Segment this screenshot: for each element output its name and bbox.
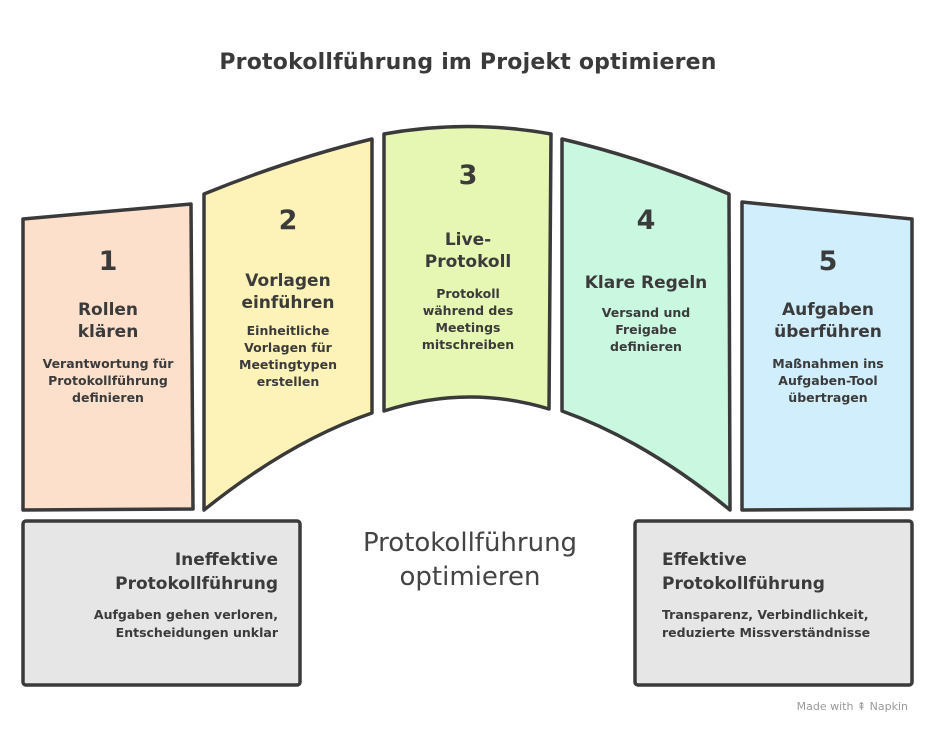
step-description: Protokoll während des Meetings mitschrei…: [421, 286, 515, 352]
step-heading: Vorlagen einführen: [241, 271, 335, 313]
step-5-outline: [740, 200, 914, 512]
ineffective-box-fill: [24, 522, 299, 685]
step-heading: Aufgaben überführen: [774, 300, 882, 342]
step-number: 1: [98, 246, 118, 277]
step-description: Versand und Freigabe definieren: [601, 305, 691, 354]
effective-box-fill: [636, 522, 911, 685]
outcome-heading: Ineffektive Protokollführung: [115, 550, 278, 594]
center-label: Protokollführung optimieren: [362, 528, 578, 592]
effective-box-outline: [633, 519, 914, 687]
step-4-fill: [562, 140, 730, 510]
step-2-fill: [205, 140, 372, 510]
step-heading: Live-Protokoll: [424, 230, 512, 272]
step-number: 4: [636, 205, 656, 236]
step-number: 5: [818, 246, 838, 277]
ineffective-outcome: Ineffektive Protokollführung Aufgaben ge…: [40, 548, 278, 642]
step-3-outline: [382, 124, 553, 413]
step-description: Maßnahmen ins Aufgaben-Tool übertragen: [772, 356, 884, 405]
step-number: 3: [458, 160, 478, 191]
step-2-outline: [202, 137, 374, 512]
step-3: 3 Live-Protokoll Protokoll während des M…: [390, 160, 546, 353]
step-1-outline: [21, 202, 195, 512]
step-1-fill: [24, 203, 192, 510]
outcome-description: Transparenz, Verbindlichkeit, reduzierte…: [662, 607, 871, 640]
step-description: Verantwortung für Protokollführung defin…: [42, 356, 174, 405]
outcome-heading: Effektive Protokollführung: [662, 550, 825, 594]
step-4-outline: [560, 137, 732, 512]
outcome-description: Aufgaben gehen verloren, Entscheidungen …: [93, 607, 278, 640]
napkin-watermark: Made with ⇞ Napkin: [796, 700, 908, 713]
step-description: Einheitliche Vorlagen für Meetingtypen e…: [239, 323, 337, 389]
step-heading: Rollen klären: [77, 300, 139, 342]
step-number: 2: [278, 205, 298, 236]
effective-outcome: Effektive Protokollführung Transparenz, …: [662, 548, 892, 642]
step-heading: Klare Regeln: [584, 273, 708, 293]
step-2: 2 Vorlagen einführen Einheitliche Vorlag…: [210, 205, 366, 390]
ineffective-box-outline: [21, 519, 302, 687]
page-title: Protokollführung im Projekt optimieren: [219, 50, 717, 75]
step-5-fill: [743, 203, 911, 510]
step-1: 1 Rollen klären Verantwortung für Protok…: [28, 246, 188, 406]
step-5: 5 Aufgaben überführen Maßnahmen ins Aufg…: [748, 246, 908, 406]
step-4: 4 Klare Regeln Versand und Freigabe defi…: [568, 205, 724, 355]
step-3-fill: [385, 127, 551, 412]
